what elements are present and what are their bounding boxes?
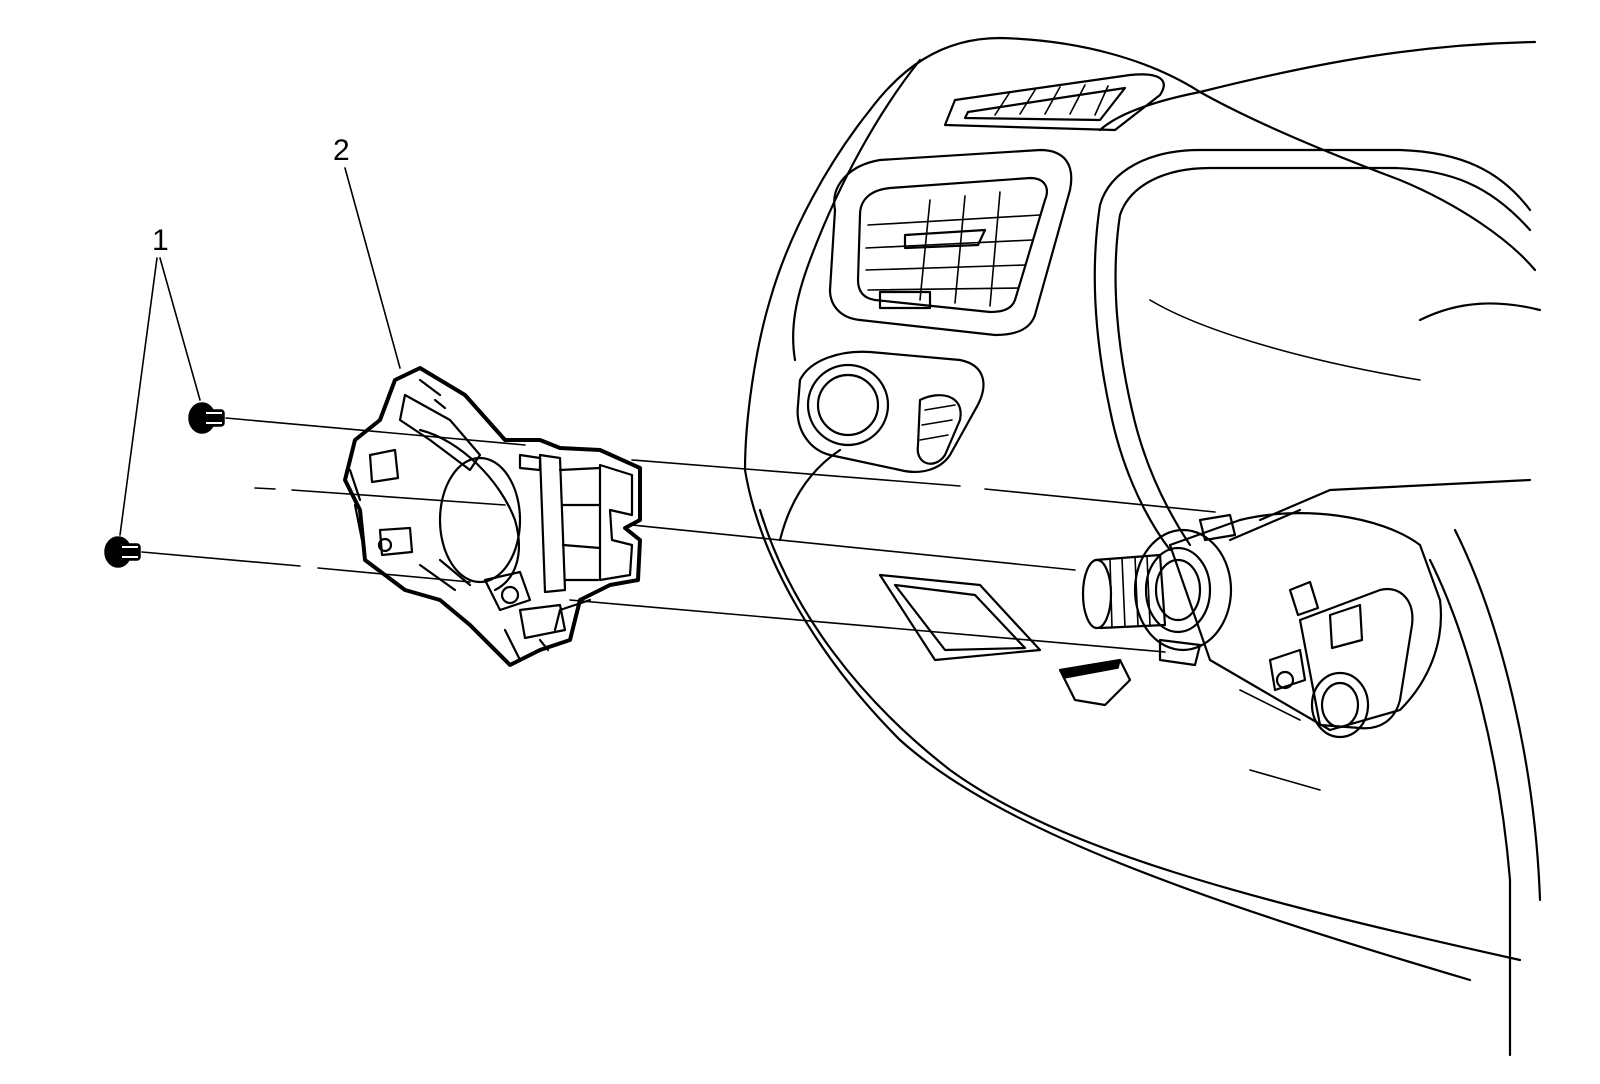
callout-2: 2 (333, 134, 401, 369)
ignition-lock-housing (1268, 580, 1414, 739)
kick-panel-edge-2 (1453, 528, 1542, 902)
callout-1: 1 (119, 224, 201, 536)
instrument-cluster-bezel (1093, 90, 1542, 552)
center-air-vent (828, 148, 1073, 337)
callout-1-leader-lower (119, 257, 158, 536)
callout-2-leader (344, 167, 401, 369)
callout-1-leader-upper (159, 257, 201, 401)
column-opening (1228, 478, 1532, 542)
headlamp-switch (796, 350, 985, 473)
lower-storage-bin (878, 573, 1042, 662)
panel-detail (1239, 689, 1321, 791)
callout-1-label: 1 (152, 224, 169, 257)
bolt-upper (188, 402, 225, 434)
switch-assembly (343, 366, 642, 667)
instrument-panel (743, 36, 1542, 1057)
kick-panel-edge (1428, 558, 1512, 1057)
callout-2-label: 2 (333, 134, 350, 167)
tilt-lever-edge (1058, 659, 1122, 679)
bolt-lower (104, 536, 141, 568)
steering-column (1081, 512, 1442, 739)
alignment-lines (141, 417, 1216, 653)
upper-air-vent (943, 73, 1165, 132)
